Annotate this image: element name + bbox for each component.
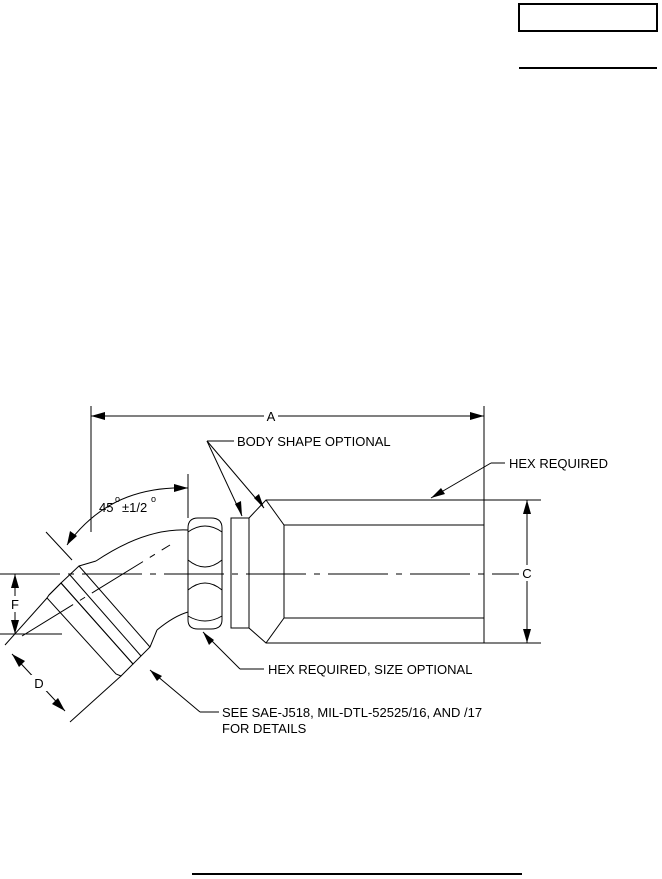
angle-dimension: 45 o ±1/2 o [45, 474, 189, 561]
callout-hex-required: HEX REQUIRED [430, 456, 608, 499]
title-box [518, 3, 658, 32]
elbow-body [95, 529, 189, 562]
angle-degree-mark: o [115, 494, 120, 504]
dimension-c-label: C [522, 566, 531, 581]
dimension-d-label: D [34, 676, 43, 691]
angle-tolerance: ±1/2 [122, 500, 147, 515]
dimension-f-label: F [11, 597, 19, 612]
dimension-a-label: A [267, 409, 276, 424]
fitting-body [248, 499, 485, 644]
see-spec-line1: SEE SAE-J518, MIL-DTL-52525/16, AND /17 [222, 705, 482, 720]
angled-centerline [21, 544, 171, 637]
callout-see-spec: SEE SAE-J518, MIL-DTL-52525/16, AND /17 … [149, 669, 482, 736]
hex-size-label: HEX REQUIRED, SIZE OPTIONAL [268, 662, 472, 677]
tolerance-degree-mark: o [151, 494, 156, 504]
dimension-a: A [90, 406, 485, 532]
hex-nut [187, 517, 223, 630]
callout-body-shape: BODY SHAPE OPTIONAL [206, 434, 391, 517]
elbow-body-lower [156, 611, 189, 631]
angle-value: 45 [99, 500, 113, 515]
body-shape-label: BODY SHAPE OPTIONAL [237, 434, 391, 449]
flange [46, 560, 158, 677]
body-collar [230, 517, 250, 629]
dimension-d: D [4, 597, 122, 723]
dimension-c: C [484, 499, 541, 644]
hex-required-label: HEX REQUIRED [509, 456, 608, 471]
callout-hex-size: HEX REQUIRED, SIZE OPTIONAL [202, 631, 472, 677]
see-spec-line2: FOR DETAILS [222, 721, 307, 736]
dimension-f: F [0, 574, 62, 635]
